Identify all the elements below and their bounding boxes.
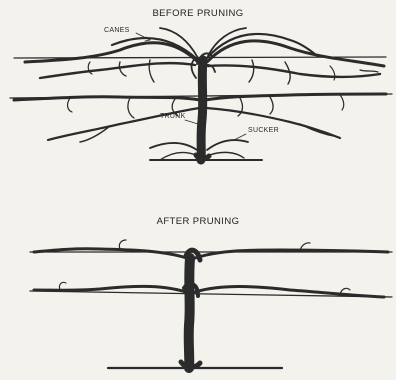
trunk-leader-line [185, 120, 198, 124]
trunk-label: TRUNK [160, 113, 186, 120]
before-pruning-title: BEFORE PRUNING [0, 8, 396, 19]
before-canes-right-upper [207, 28, 384, 84]
sucker-label: SUCKER [248, 127, 279, 134]
before-trunk [201, 60, 203, 160]
after-canes-upper [34, 240, 388, 258]
after-canes-lower [34, 282, 384, 297]
after-pruning-title: AFTER PRUNING [0, 216, 396, 227]
before-pruning-vine [10, 28, 392, 160]
canes-label: CANES [104, 27, 130, 34]
before-canes-left-upper [25, 28, 198, 82]
before-canes-right-lower [205, 94, 386, 138]
after-trunk [189, 258, 190, 368]
after-pruning-vine [30, 240, 392, 368]
sucker-leader-line [234, 134, 246, 140]
